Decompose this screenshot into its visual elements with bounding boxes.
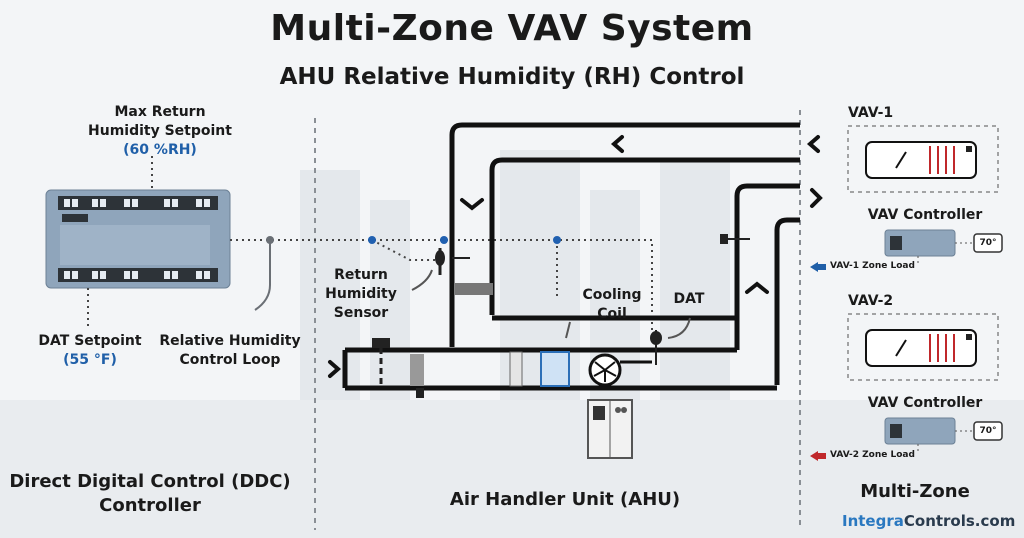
brand-part-2: Controls.com — [903, 512, 1016, 530]
vav2-box — [847, 313, 999, 381]
vav1-load-arrow — [810, 262, 826, 272]
vav1-box — [847, 125, 999, 193]
vav2-thermostat — [973, 421, 1003, 441]
control-nodes — [254, 236, 561, 311]
airflow-arrows — [328, 135, 823, 378]
damper-return — [455, 283, 493, 295]
vav1-thermostat — [973, 233, 1003, 253]
return-humidity-sensor-label: Return Humidity Sensor — [325, 267, 397, 321]
brand-link[interactable]: IntegraControls.com — [842, 512, 1022, 530]
vav2-controller-label: VAV Controller — [867, 395, 983, 411]
dat-sensor-icon — [650, 330, 662, 365]
ahu-section-title: Air Handler Unit (AHU) — [449, 489, 681, 510]
multi-zone-section-title: Multi-Zone — [860, 481, 970, 502]
page-title: Multi-Zone VAV System — [270, 8, 754, 49]
vav2-thermostat-reading: 70° — [979, 426, 997, 436]
fan-icon — [588, 353, 652, 387]
vav2-zone-load-label: VAV-2 Zone Load — [830, 450, 915, 460]
vav1-title: VAV-1 — [848, 105, 894, 121]
brand-part-1: Integra — [842, 512, 904, 530]
rh-control-loop-label: Relative Humidity Control Loop — [159, 333, 301, 368]
vav1-thermostat-reading: 70° — [979, 238, 997, 248]
damper-outside — [410, 354, 424, 386]
vav1-controller-device — [884, 229, 972, 266]
control-wiring — [87, 156, 653, 330]
vav1-controller-label: VAV Controller — [867, 207, 983, 223]
ddc-section-title: Direct Digital Control (DDC) Controller — [9, 471, 291, 516]
outside-air-sensor — [372, 338, 424, 398]
return-humidity-sensor-icon — [435, 248, 470, 275]
cooling-coil-element — [540, 351, 570, 387]
ahu-control-panel — [587, 399, 633, 459]
pointer-arrows — [411, 269, 691, 339]
page-subtitle: AHU Relative Humidity (RH) Control — [279, 64, 745, 90]
vav1-zone-load-label: VAV-1 Zone Load — [830, 261, 915, 271]
background-skyline — [0, 150, 1024, 538]
dat-setpoint-label: DAT Setpoint (55 °F) — [30, 332, 150, 370]
max-return-setpoint-label: Max Return Humidity Setpoint (60 %RH) — [60, 103, 260, 160]
cooling-coil-label: Cooling Coil — [582, 287, 642, 322]
vav2-controller-device — [884, 417, 972, 454]
max-return-setpoint-value: (60 %RH) — [123, 142, 197, 158]
vav-supply-sensor — [720, 234, 750, 244]
ddc-controller-device — [45, 189, 231, 289]
vav2-load-arrow — [810, 451, 826, 461]
dat-sensor-label: DAT — [673, 291, 705, 307]
ahu-ductwork — [342, 122, 800, 391]
dat-setpoint-value: (55 °F) — [63, 352, 117, 368]
vav2-title: VAV-2 — [848, 293, 894, 309]
filter-panel — [509, 351, 523, 387]
